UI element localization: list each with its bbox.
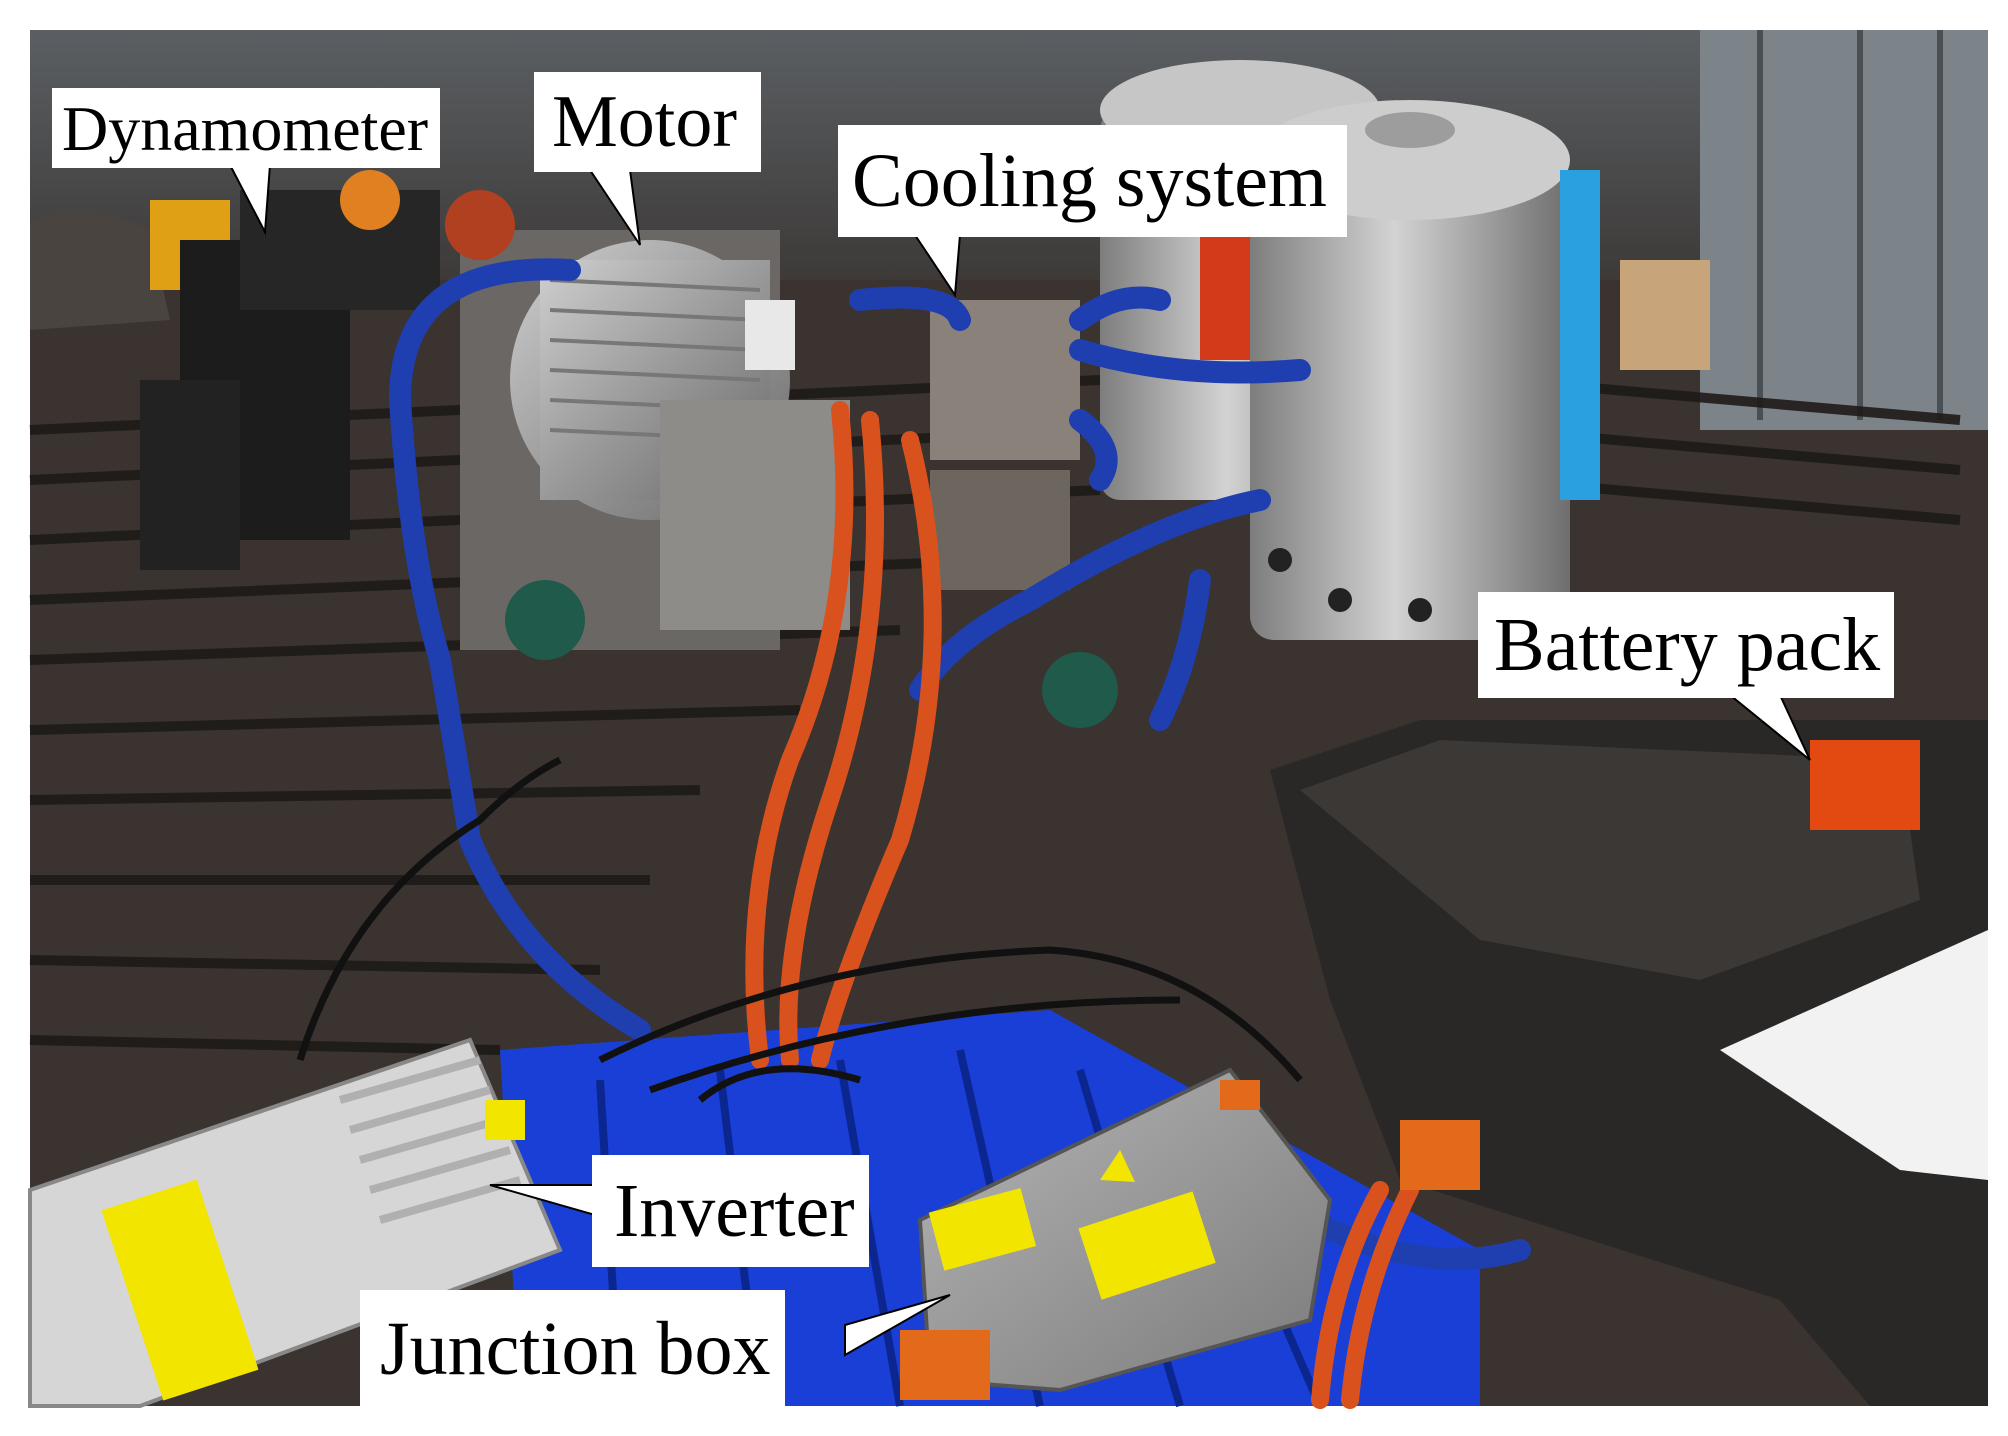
- label-dynamometer: Dynamometer: [52, 88, 441, 168]
- label-motor: Motor: [534, 72, 761, 172]
- motor-body: [510, 240, 850, 630]
- coolant-hoses: [388, 258, 1531, 1270]
- junction-box-unit: [900, 1067, 1333, 1400]
- inverter-unit: [28, 1037, 563, 1408]
- label-cooling-system: Cooling system: [838, 125, 1348, 237]
- label-battery-pack: Battery pack: [1478, 592, 1895, 698]
- label-junction-box: Junction box: [360, 1290, 785, 1408]
- label-inverter: Inverter: [592, 1155, 869, 1267]
- battery-pack-body: [1270, 720, 1988, 1406]
- battery-connectors: [1220, 1080, 1480, 1190]
- flow-meters: [505, 580, 1118, 728]
- hv-cables: [745, 401, 1419, 1409]
- cooling-radiator: [930, 300, 1080, 590]
- dynamometer-unit: [30, 170, 440, 570]
- signal-wiring: [296, 756, 1303, 1103]
